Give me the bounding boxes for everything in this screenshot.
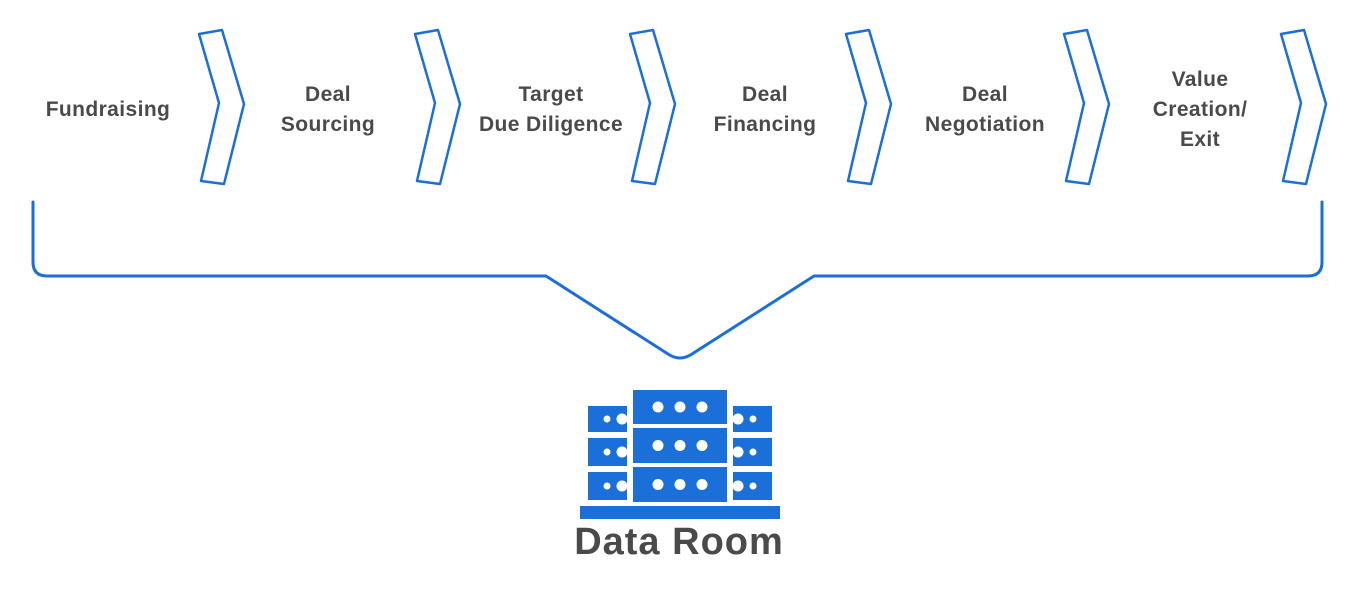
stage-label-deal-negotiation: Deal Negotiation — [925, 83, 1045, 136]
stage-label-target-due-diligence: Target Due Diligence — [478, 83, 624, 136]
chevron-arrow-icon — [413, 28, 462, 186]
data-room-label: Data Room — [574, 521, 784, 563]
funnel-bracket — [31, 200, 1324, 360]
chevron-arrow-icon — [197, 28, 246, 186]
stage-label-deal-financing: Deal Financing — [713, 83, 817, 136]
chevron-arrow-icon — [1062, 28, 1111, 186]
chevron-arrow-icon — [1279, 28, 1328, 186]
stage-label-deal-sourcing: Deal Sourcing — [280, 83, 376, 136]
server-stack-icon — [580, 390, 780, 519]
chevron-arrow-icon — [844, 28, 893, 186]
stage-label-value-creation-exit: Value Creation/ Exit — [1152, 68, 1248, 151]
stage-label-fundraising: Fundraising — [45, 98, 171, 121]
chevron-arrow-icon — [628, 28, 677, 186]
